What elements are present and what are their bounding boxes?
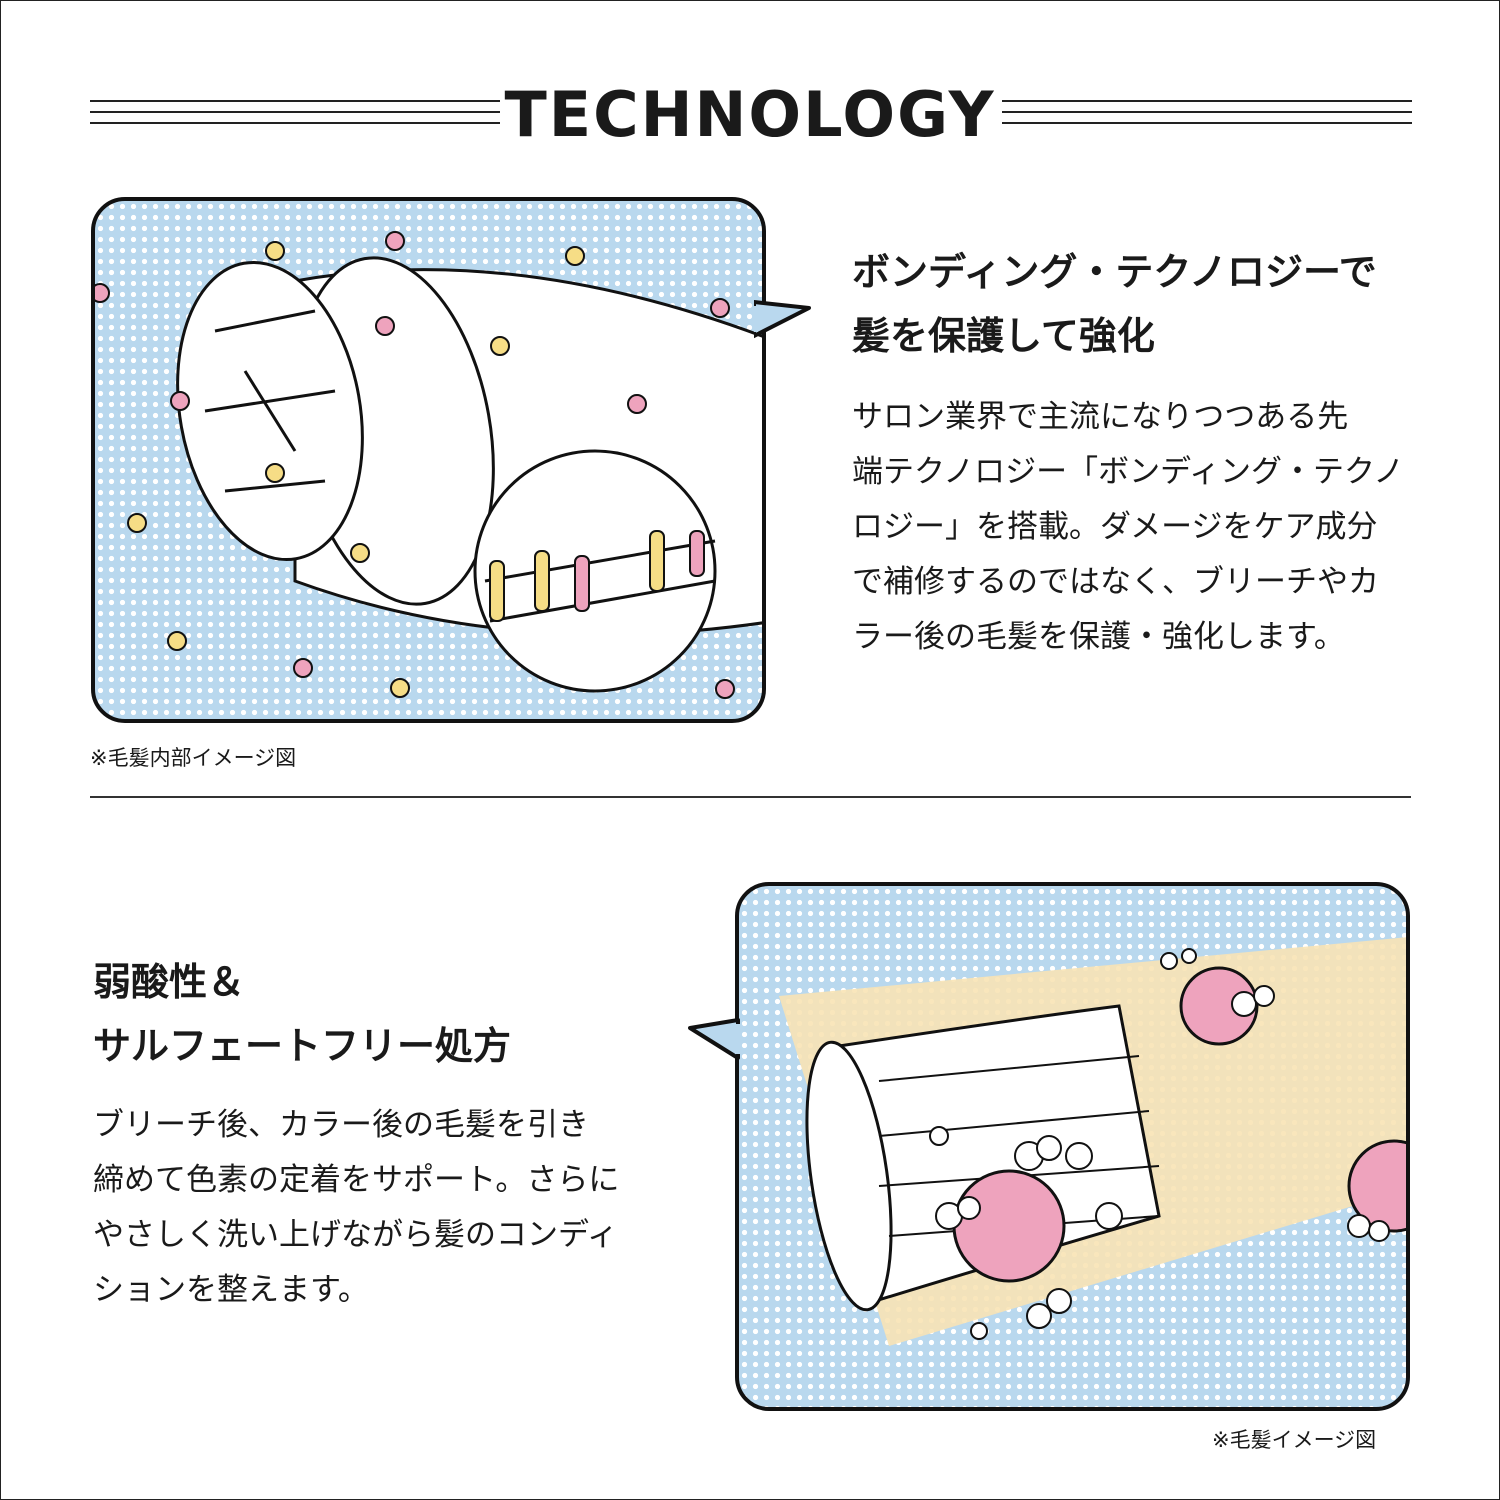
header-lines-right [1002, 100, 1412, 130]
body-line: ブリーチ後、カラー後の毛髪を引き [93, 1107, 589, 1143]
body-line: ロジー」を搭載。ダメージをケア成分 [852, 509, 1378, 545]
section-divider [90, 796, 1411, 798]
body-line: 端テクノロジー「ボンディング・テクノ [852, 454, 1405, 490]
hair-interior-illustration [91, 197, 766, 723]
section2-heading: 弱酸性＆ サルフェートフリー処方 [93, 950, 511, 1078]
heading-line: サルフェートフリー処方 [93, 1024, 512, 1068]
section1-body: サロン業界で主流になりつつある先 端テクノロジー「ボンディング・テクノ ロジー」… [852, 390, 1404, 665]
body-line: ションを整えます。 [93, 1272, 369, 1308]
body-line: やさしく洗い上げながら髪のコンディ [93, 1217, 618, 1253]
body-line: ラー後の毛髪を保護・強化します。 [852, 619, 1345, 655]
section2-note: ※毛髪イメージ図 [1212, 1428, 1377, 1452]
page-title: TECHNOLOGY [504, 78, 996, 151]
heading-line: 髪を保護して強化 [852, 314, 1155, 358]
heading-line: ボンディング・テクノロジーで [852, 250, 1377, 294]
header-lines-left [90, 100, 500, 130]
section1-heading: ボンディング・テクノロジーで 髪を保護して強化 [852, 240, 1377, 368]
body-line: サロン業界で主流になりつつある先 [852, 399, 1349, 435]
section2-body: ブリーチ後、カラー後の毛髪を引き 締めて色素の定着をサポート。さらに やさしく洗… [93, 1098, 619, 1318]
speech-tail-right [754, 300, 811, 338]
heading-line: 弱酸性＆ [93, 960, 246, 1004]
speech-tail-left [688, 1018, 740, 1060]
hair-wash-illustration [735, 882, 1410, 1411]
section1-note: ※毛髪内部イメージ図 [90, 746, 297, 770]
body-line: 締めて色素の定着をサポート。さらに [93, 1162, 620, 1198]
body-line: で補修するのではなく、ブリーチやカ [852, 564, 1379, 600]
